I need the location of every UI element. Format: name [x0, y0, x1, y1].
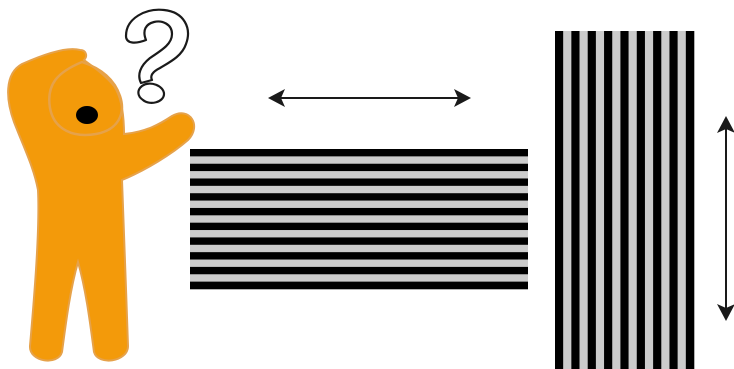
confused-person-icon [7, 48, 195, 362]
light-stripe [190, 259, 528, 268]
double-headed-horizontal-arrow-icon [268, 89, 471, 107]
light-stripe [190, 274, 528, 282]
dark-stripe [571, 31, 580, 369]
dark-stripe [190, 281, 528, 290]
person-body [7, 48, 195, 362]
dark-stripe [636, 31, 646, 369]
question-mark-dot [137, 82, 166, 104]
vertical-arrow-head-top [717, 116, 734, 133]
dark-stripe [190, 266, 528, 275]
person-head-outline [48, 60, 124, 137]
light-stripe [612, 31, 621, 369]
dark-stripe [190, 149, 528, 157]
horizontal-stripe-grating [190, 149, 528, 290]
dark-stripe [190, 163, 528, 172]
question-mark-icon [124, 8, 190, 104]
question-mark-hook [124, 8, 190, 85]
light-stripe [190, 156, 528, 165]
dark-stripe [190, 207, 528, 216]
light-stripe [563, 31, 572, 369]
dark-stripe [604, 31, 613, 369]
dark-stripe [685, 31, 695, 369]
horizontal-arrow-head-left [268, 89, 285, 107]
light-stripe [595, 31, 605, 369]
dark-stripe [190, 193, 528, 201]
light-stripe [190, 171, 528, 179]
dark-stripe [669, 31, 678, 369]
light-stripe [628, 31, 638, 369]
light-stripe [677, 31, 687, 369]
person-eye [76, 106, 98, 124]
light-stripe [644, 31, 654, 369]
dark-stripe [555, 31, 564, 369]
horizontal-arrow-head-right [454, 89, 471, 107]
dark-stripe [190, 178, 528, 187]
light-stripe [190, 185, 528, 194]
light-stripe [661, 31, 670, 369]
dark-stripe [653, 31, 662, 369]
light-stripe [190, 215, 528, 223]
dark-stripe [190, 237, 528, 246]
dark-stripe [190, 252, 528, 260]
vertical-arrow-head-bottom [717, 304, 734, 321]
light-stripe [579, 31, 589, 369]
double-headed-vertical-arrow-icon [717, 116, 734, 321]
vertical-stripe-grating [555, 31, 695, 369]
light-stripe [190, 200, 528, 209]
light-stripe [190, 230, 528, 238]
dark-stripe [190, 222, 528, 231]
dark-stripe [620, 31, 629, 369]
light-stripe [190, 244, 528, 253]
dark-stripe [587, 31, 597, 369]
